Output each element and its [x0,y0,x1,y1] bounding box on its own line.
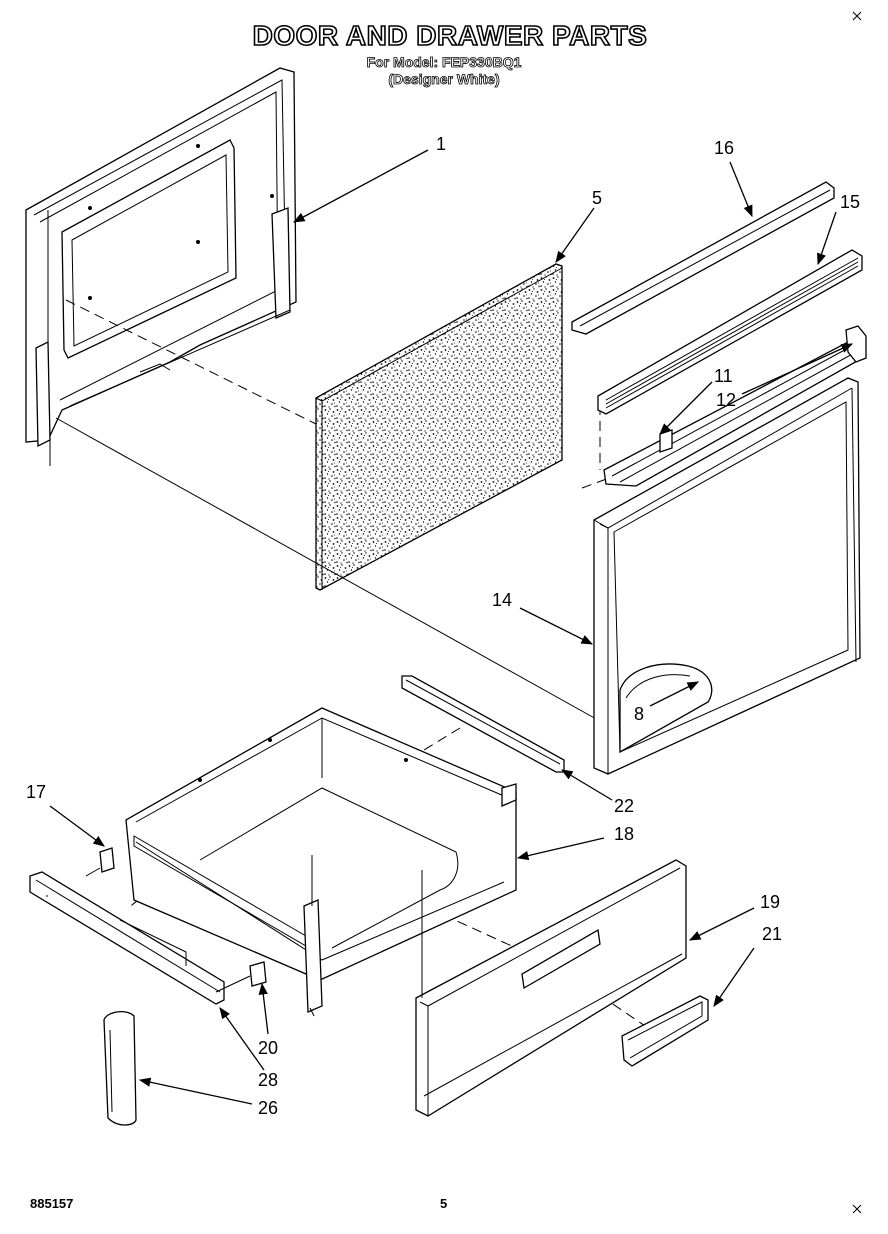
corner-mark [852,11,862,21]
color-subtitle: (Designer White) [388,71,500,88]
assembly-line [65,299,317,425]
drawer-handle [621,995,709,1067]
inner-door-frame [25,67,297,466]
callout-16: 16 [714,138,734,158]
callout-15: 15 [840,192,860,212]
assembly-line [423,727,461,751]
corner-mark [852,1204,862,1214]
drawer-front-panel [415,859,687,1117]
vent-trim [597,249,863,415]
page-number: 5 [440,1196,448,1211]
drawer-channel [29,871,225,1005]
callout-26: 26 [258,1098,278,1118]
side-trim [103,1010,137,1126]
callout-20: 20 [258,1038,278,1058]
callout-1: 1 [436,134,446,154]
callout-14: 14 [492,590,512,610]
callout-arrows [49,149,854,1105]
document-number: 885157 [30,1196,74,1211]
callout-19: 19 [760,892,780,912]
drawer-body [125,707,517,1017]
door-trim-top [571,181,835,335]
drawer-bracket [215,961,267,993]
callout-21: 21 [762,924,782,944]
callout-17: 17 [26,782,46,802]
callout-18: 18 [614,824,634,844]
drawer-clip [85,847,115,877]
callout-22: 22 [614,796,634,816]
door-insulation [315,263,563,591]
model-subtitle: For Model: FEP330BQ1 [366,54,522,71]
callout-5: 5 [592,188,602,208]
page-title: DOOR AND DRAWER PARTS [252,19,648,52]
callout-11: 11 [714,366,733,386]
callout-12: 12 [716,390,736,410]
callout-28: 28 [258,1070,278,1090]
assembly-line [55,417,599,721]
callout-8: 8 [634,704,644,724]
